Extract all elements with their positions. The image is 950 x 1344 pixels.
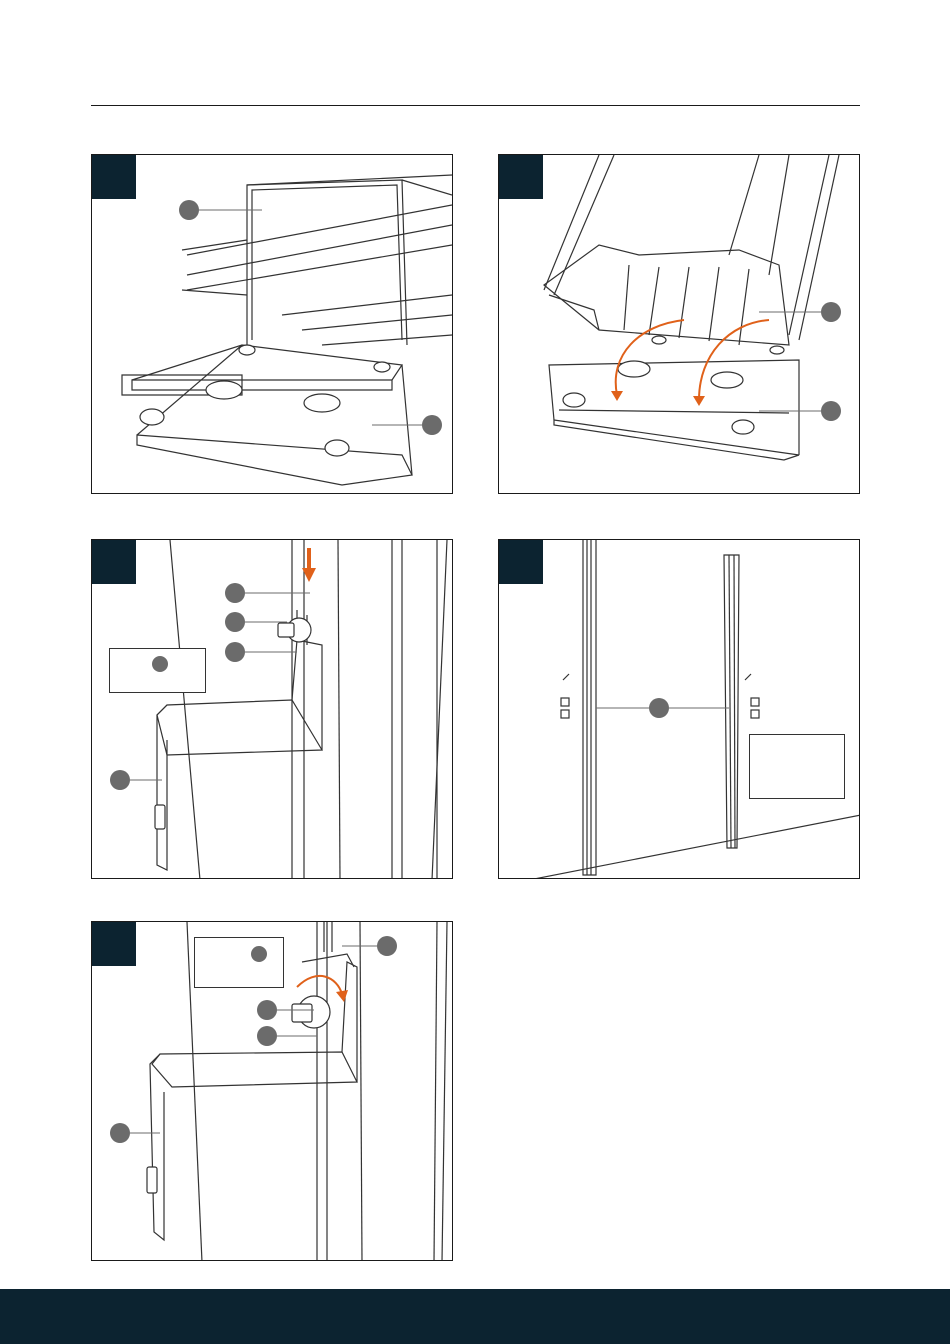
step-tab [499,540,543,584]
rail-mounting-illustration [92,155,453,494]
panel-1 [91,154,453,494]
callout-marker [225,642,245,662]
panel-3 [91,539,453,879]
callout-marker [110,770,130,790]
rotate-arrow-right [699,320,769,400]
callout-marker [110,1123,130,1143]
note-box [749,734,845,799]
rotate-arrow-clockwise [297,976,342,994]
callout-marker [649,698,669,718]
note-box [109,648,206,693]
step-tab [499,155,543,199]
bracket-fastening-illustration [92,540,453,879]
panel-2 [498,154,860,494]
note-box [194,937,284,988]
step-tab [92,155,136,199]
callout-marker [257,1000,277,1020]
header-rule [91,105,860,106]
callout-marker [377,936,397,956]
footer-bar [0,1289,950,1344]
rail-pair-illustration [499,540,860,879]
callout-marker [821,302,841,322]
callout-marker [257,1026,277,1046]
step-tab [92,540,136,584]
panel-4 [498,539,860,879]
panel-5 [91,921,453,1261]
step-tab [92,922,136,966]
callout-marker [225,612,245,632]
rail-rotation-illustration [499,155,860,494]
callout-marker [422,415,442,435]
callout-marker [821,401,841,421]
callout-marker [225,583,245,603]
callout-marker [179,200,199,220]
